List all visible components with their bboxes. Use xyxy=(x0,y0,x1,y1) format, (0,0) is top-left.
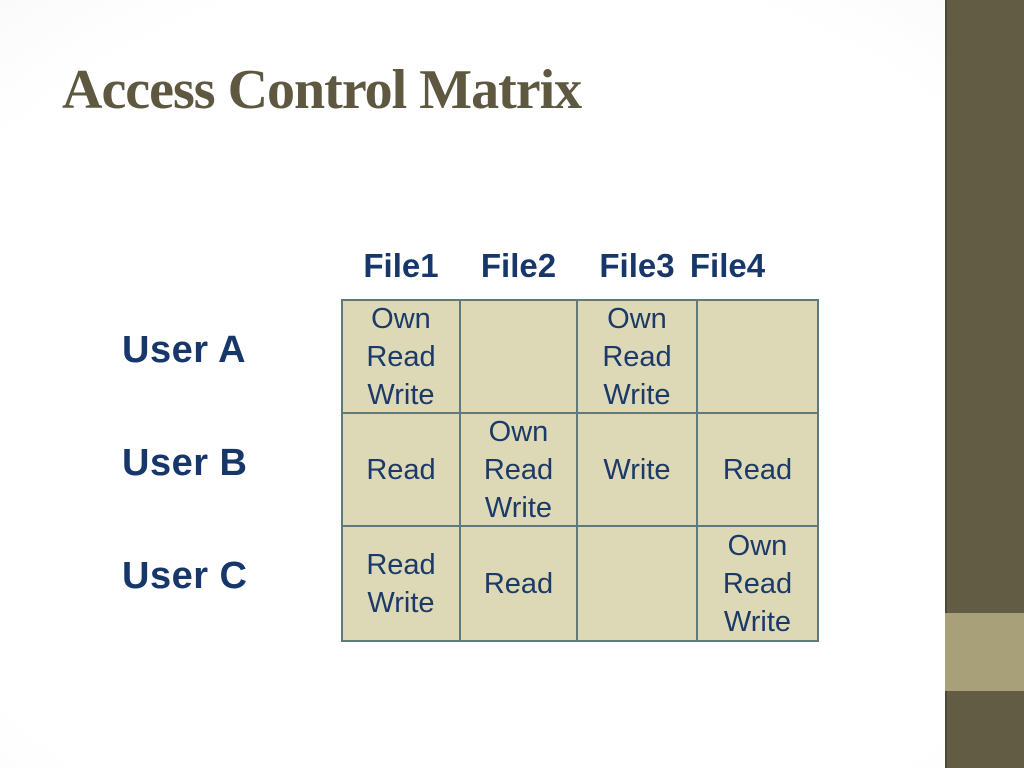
matrix-cell-usera-file4 xyxy=(697,300,818,413)
row-header-user-a: User A xyxy=(122,329,247,371)
matrix-cell-userc-file4: Own Read Write xyxy=(697,526,818,641)
matrix-cell-userb-file2: Own Read Write xyxy=(460,413,577,526)
matrix-cell-userc-file2: Read xyxy=(460,526,577,641)
matrix-cell-usera-file1: Own Read Write xyxy=(342,300,460,413)
right-sidebar-band xyxy=(945,0,1024,768)
col-header-file3: File3 xyxy=(599,247,675,284)
col-header-file2: File2 xyxy=(480,247,557,284)
matrix-cell-usera-file2 xyxy=(460,300,577,413)
sidebar-accent-square xyxy=(945,613,1024,691)
col-header-file4: File4 xyxy=(689,247,766,284)
matrix-cell-userc-file1: Read Write xyxy=(342,526,460,641)
file-column-headers: File1 File2 File3 File4 xyxy=(342,245,818,287)
matrix-cell-userb-file4: Read xyxy=(697,413,818,526)
col-header-file1: File1 xyxy=(363,247,439,284)
matrix-cell-userc-file3 xyxy=(577,526,697,641)
matrix-cell-usera-file3: Own Read Write xyxy=(577,300,697,413)
access-matrix-table: Own Read Write Own Read Write Read Own R… xyxy=(341,299,819,642)
row-header-user-c: User C xyxy=(122,555,248,597)
matrix-cell-userb-file1: Read xyxy=(342,413,460,526)
slide-title: Access Control Matrix xyxy=(62,59,582,121)
matrix-cell-userb-file3: Write xyxy=(577,413,697,526)
row-header-user-b: User B xyxy=(122,442,248,484)
